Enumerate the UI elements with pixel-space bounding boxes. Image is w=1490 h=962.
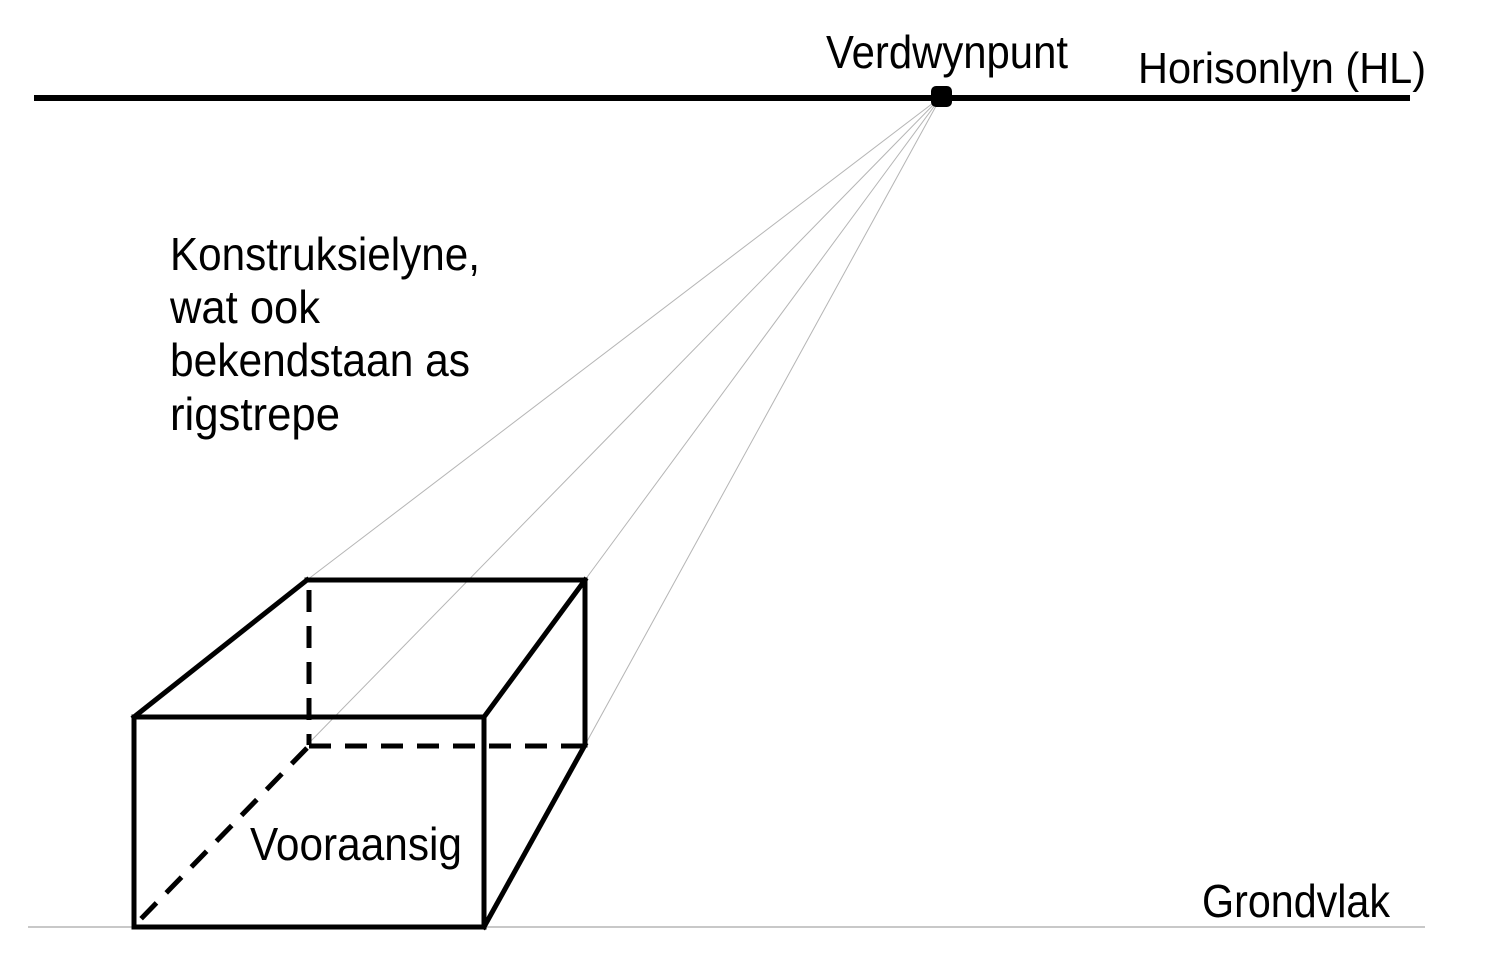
bottom-right-edge	[480, 741, 589, 931]
construction-label-line: rigstrepe	[170, 388, 340, 440]
construction-lines-label: Konstruksielyne, wat ook bekendstaan as …	[169, 228, 480, 440]
front-view-label: Vooraansig	[250, 818, 462, 870]
top-left-edge	[130, 576, 311, 721]
construction-label-line: bekendstaan as	[170, 334, 470, 386]
hidden-edge-diagonal	[133, 746, 309, 927]
vanishing-point-marker	[931, 86, 952, 107]
construction-label-line: Konstruksielyne,	[170, 228, 480, 280]
ground-plane-label: Grondvlak	[1202, 875, 1391, 927]
construction-line	[584, 96, 942, 746]
horizon-line-label: Horisonlyn (HL)	[1138, 44, 1426, 93]
construction-line	[306, 96, 942, 746]
top-right-edge	[480, 576, 589, 721]
construction-line	[584, 96, 942, 581]
vanishing-point-label: Verdwynpunt	[826, 26, 1068, 78]
construction-line	[306, 96, 942, 581]
construction-lines	[306, 96, 942, 746]
construction-label-line: wat ook	[169, 281, 321, 333]
front-face	[131, 714, 487, 930]
box-visible-edges	[130, 576, 589, 931]
